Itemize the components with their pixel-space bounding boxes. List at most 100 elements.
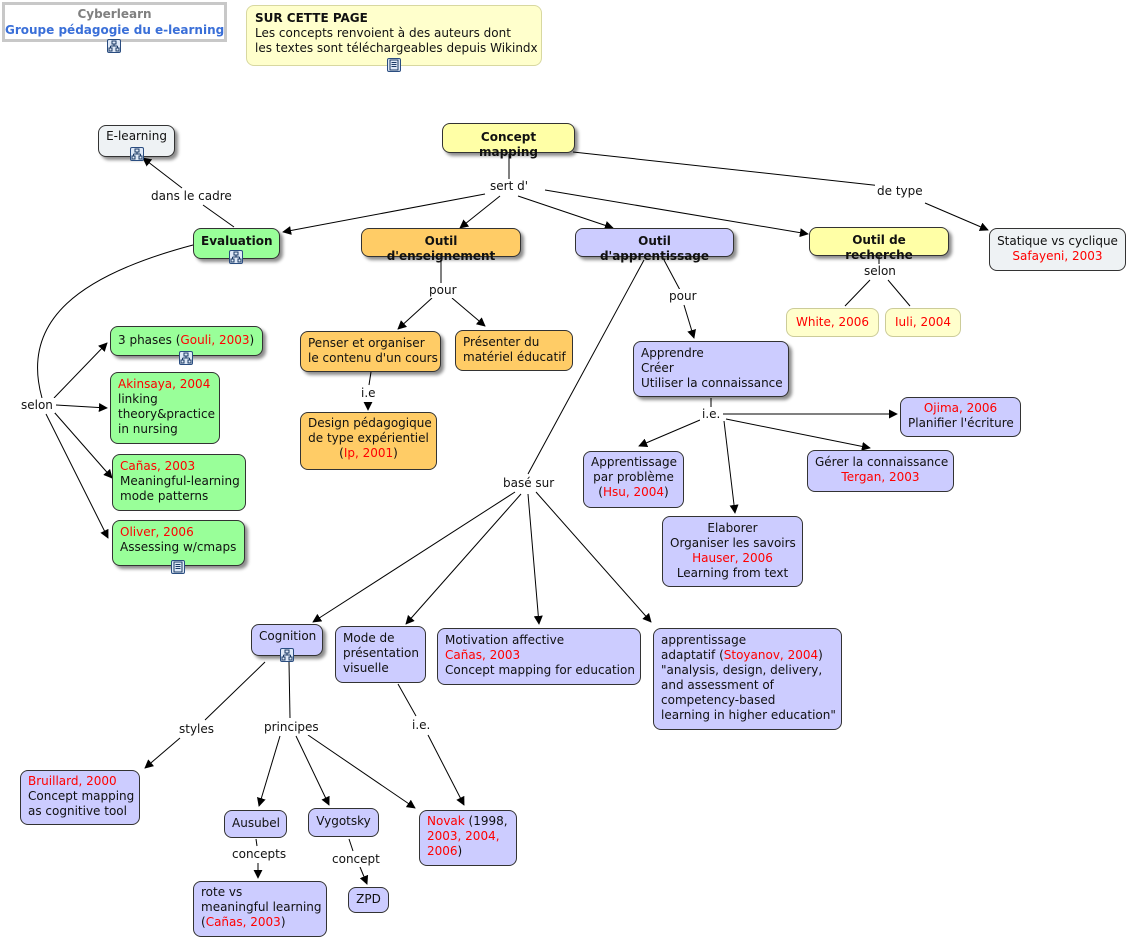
node-apprentissage-probleme[interactable]: Apprentissage par problème (Hsu, 2004) [583, 451, 684, 508]
link-label-selon: selon [19, 398, 55, 413]
node-presenter[interactable]: Présenter du matériel éducatif [455, 330, 573, 371]
node-cognition[interactable]: Cognition [251, 624, 323, 656]
node-label: ) [457, 844, 463, 858]
node-label: ZPD [356, 892, 381, 906]
link-label-sert: sert d' [488, 179, 531, 194]
node-canas-eval[interactable]: Cañas, 2003 Meaningful-learning mode pat… [112, 454, 246, 511]
node-label: le contenu d'un cours [308, 351, 438, 365]
node-elaborer[interactable]: Elaborer Organiser les savoirs Hauser, 2… [662, 516, 803, 587]
author-ref[interactable]: Iuli, 2004 [895, 315, 951, 329]
author-ref[interactable]: Cañas, 2003 [205, 915, 281, 929]
node-label: ( [339, 446, 344, 460]
node-outil-apprentissage[interactable]: Outil d'apprentissage [575, 228, 734, 263]
node-label: rote vs [201, 885, 243, 899]
node-penser-organiser[interactable]: Penser et organiser le contenu d'un cour… [300, 331, 441, 372]
node-label: Présenter du [463, 335, 540, 349]
node-bruillard[interactable]: Bruillard, 2000 Concept mapping as cogni… [20, 770, 140, 825]
node-label: visuelle [343, 661, 389, 675]
node-apprendre[interactable]: Apprendre Créer Utiliser la connaissance [633, 341, 789, 397]
node-label: meaningful learning [201, 900, 322, 914]
node-label: Learning from text [676, 566, 789, 580]
node-oliver[interactable]: Oliver, 2006 Assessing w/cmaps [112, 520, 245, 566]
link-label-ie: i.e. [410, 718, 433, 733]
node-motivation-affective[interactable]: Motivation affective Cañas, 2003 Concept… [437, 628, 641, 685]
node-outil-recherche[interactable]: Outil de recherche [809, 227, 949, 262]
document-icon[interactable] [387, 58, 401, 72]
node-label: ) [280, 915, 286, 929]
sitemap-icon[interactable] [130, 147, 144, 161]
sitemap-icon[interactable] [179, 351, 193, 365]
node-vygotsky[interactable]: Vygotsky [308, 808, 379, 837]
author-ref[interactable]: Cañas, 2003 [445, 648, 521, 662]
author-ref[interactable]: Tergan, 2003 [841, 470, 920, 484]
group-name: Groupe pédagogie du e-learning [5, 23, 225, 37]
node-akinsaya[interactable]: Akinsaya, 2004 linking theory&practice i… [110, 372, 220, 444]
node-label: Design pédagogique [308, 416, 432, 430]
link-label-ie: i.e [359, 386, 378, 401]
node-label: Concept mapping [478, 130, 539, 159]
author-ref[interactable]: Ojima, 2006 [923, 401, 998, 415]
author-ref[interactable]: Gouli, 2003 [180, 333, 250, 347]
node-label: ( [598, 485, 603, 499]
node-novak[interactable]: Novak (1998, 2003, 2004, 2006) [419, 810, 517, 866]
link-label-concepts: concepts [230, 847, 289, 862]
node-label: Créer [641, 361, 674, 375]
node-label: Motivation affective [445, 633, 565, 647]
author-ref[interactable]: Stoyanov, 2004 [723, 648, 819, 662]
node-iuli[interactable]: Iuli, 2004 [885, 308, 961, 337]
node-label: Mode de [343, 631, 395, 645]
node-label: Planifier l'écriture [908, 416, 1014, 430]
author-ref[interactable]: 2006 [427, 844, 458, 858]
org-name: Cyberlearn [77, 7, 152, 21]
info-line-1: Les concepts renvoient à des auteurs don… [255, 26, 511, 40]
author-ref[interactable]: Hauser, 2006 [692, 551, 773, 565]
info-box: SUR CETTE PAGE Les concepts renvoient à … [246, 5, 542, 66]
node-gerer-connaissance[interactable]: Gérer la connaissance Tergan, 2003 [807, 450, 954, 492]
node-label: présentation [343, 646, 419, 660]
link-label-de-type: de type [875, 184, 925, 199]
author-ref[interactable]: Hsu, 2004 [602, 485, 665, 499]
node-mode-presentation[interactable]: Mode de présentation visuelle [335, 626, 426, 683]
node-label: Penser et organiser [308, 336, 425, 350]
node-design-pedagogique[interactable]: Design pédagogique de type expérientiel … [300, 412, 437, 470]
sitemap-icon[interactable] [107, 39, 121, 53]
node-label: apprentissage [661, 633, 747, 647]
author-ref[interactable]: Ip, 2001 [343, 446, 394, 460]
author-ref[interactable]: Novak [427, 814, 465, 828]
node-label: matériel éducatif [463, 350, 566, 364]
node-statique-cyclique[interactable]: Statique vs cyclique Safayeni, 2003 [989, 228, 1126, 271]
author-ref[interactable]: Akinsaya, 2004 [118, 377, 211, 391]
sitemap-icon[interactable] [280, 648, 294, 662]
link-label-base-sur: basé sur [501, 476, 557, 491]
node-ausubel[interactable]: Ausubel [224, 810, 287, 838]
node-label: adaptatif ( [661, 648, 724, 662]
author-ref[interactable]: Bruillard, 2000 [28, 774, 117, 788]
author-ref[interactable]: White, 2006 [795, 315, 870, 329]
node-label: Apprentissage [591, 455, 677, 469]
node-label: Meaningful-learning [120, 474, 240, 488]
author-ref[interactable]: 2003, 2004, [427, 829, 500, 843]
node-white[interactable]: White, 2006 [786, 308, 879, 337]
node-evaluation[interactable]: Evaluation [193, 228, 280, 259]
sitemap-icon[interactable] [229, 250, 243, 264]
node-outil-enseignement[interactable]: Outil d'enseignement [361, 228, 521, 263]
node-apprentissage-adaptatif[interactable]: apprentissage adaptatif (Stoyanov, 2004)… [653, 628, 842, 730]
node-zpd[interactable]: ZPD [348, 887, 389, 913]
node-label: Outil de recherche [845, 233, 913, 262]
node-concept-mapping[interactable]: Concept mapping [442, 123, 575, 159]
link-label-dans-le-cadre: dans le cadre [149, 189, 234, 204]
node-label: Elaborer [707, 521, 758, 535]
node-label: Organiser les savoirs [670, 536, 796, 550]
author-ref[interactable]: Oliver, 2006 [120, 525, 194, 539]
document-icon[interactable] [171, 560, 185, 574]
link-label-principes: principes [262, 720, 321, 735]
node-label: and assessment of [661, 678, 774, 692]
node-rote-meaningful[interactable]: rote vs meaningful learning (Cañas, 2003… [193, 881, 327, 937]
node-label: ( [201, 915, 206, 929]
node-label: learning in higher education" [661, 708, 836, 722]
node-ojima[interactable]: Ojima, 2006 Planifier l'écriture [900, 397, 1021, 437]
author-ref[interactable]: Cañas, 2003 [120, 459, 196, 473]
node-label: Evaluation [201, 234, 273, 248]
author-ref[interactable]: Safayeni, 2003 [1012, 249, 1103, 263]
